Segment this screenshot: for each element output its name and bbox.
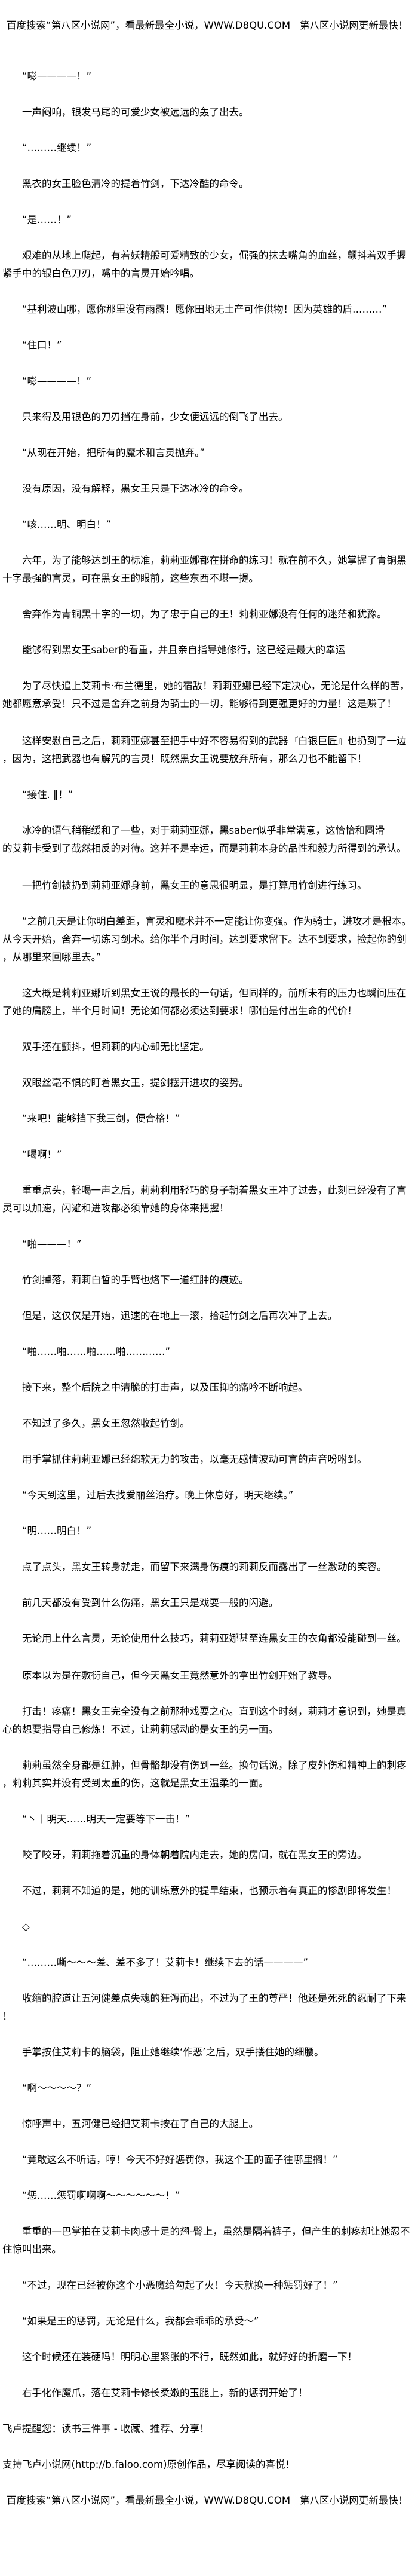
- paragraph: 只来得及用银色的刀刃挡在身前，少女便远远的倒飞了出去。: [22, 411, 288, 423]
- paragraph: 不知过了多久，黑女王忽然收起竹剑。: [22, 1418, 190, 1429]
- paragraph: 无论用上什么言灵，无论使用什么技巧，莉莉亚娜甚至连黑女王的衣角都没能碰到一丝。: [22, 1633, 407, 1644]
- paragraph: 接下来，整个后院之中清脆的打击声，以及压抑的痛吟不断响起。: [22, 1382, 308, 1393]
- paragraph: 原本以为是在敷衍自己，但今天黑女王竟然意外的拿出竹剑开始了教导。: [22, 1670, 337, 1681]
- paragraph: “喝啊！”: [22, 1149, 62, 1160]
- chapter-content: “嘭————！” 一声闷响，银发马尾的可爱少女被远远的轰了出去。 “………继续！” 黑…: [2, 68, 412, 2474]
- paragraph: 不过，莉莉不知道的是，她的训练意外的提早结束，也预示着有真正的惨剧即将发生！: [22, 1885, 397, 1896]
- paragraph: “基利波山哪，愿你那里没有雨露！愿你田地无土产可作供物！因为英雄的盾………”: [22, 304, 388, 315]
- paragraph: “………嘶～～～差、差不多了！艾莉卡！继续下去的话————”: [22, 1957, 309, 1968]
- paragraph: “不过，现在已经被你这个小恶魔给勾起了火！今天就换一种惩罚好了！”: [22, 2280, 338, 2291]
- paragraph: 一把竹剑被扔到莉莉亚娜身前，黑女王的意思很明显，是打算用竹剑进行练习。: [22, 880, 367, 891]
- paragraph: “啪———！”: [22, 1238, 82, 1250]
- paragraph: “如果是王的惩罚，无论是什么，我都会乖乖的承受～”: [22, 2315, 259, 2327]
- paragraph: “住口！”: [22, 339, 62, 351]
- paragraph: 竹剑掉落，莉莉白皙的手臂也烙下一道红肿的痕迹。: [22, 1274, 249, 1286]
- paragraph: 这样安慰自己之后，莉莉亚娜甚至把手中好不容易得到的武器『白银巨匠』也扔到了一边，…: [2, 735, 407, 764]
- paragraph: 收缩的腔道让五河健差点失魂的狂泻而出，不过为了王的尊严！他还是死死的忍耐了下来！: [2, 1993, 407, 2022]
- paragraph: 咬了咬牙，莉莉拖着沉重的身体朝着院内走去，她的房间，就在黑女王的旁边。: [22, 1849, 367, 1861]
- paragraph: “嘭————！”: [22, 71, 92, 82]
- paragraph: ◇: [22, 1921, 30, 1932]
- paragraph: 双眼丝毫不惧的盯着黑女王，提剑摆开进攻的姿势。: [22, 1077, 249, 1088]
- paragraph: “嘭————！”: [22, 375, 92, 387]
- paragraph: “来吧！能够挡下我三剑，便合格！”: [22, 1113, 180, 1124]
- site-banner-top: 百度搜索“第八区小说网”，看最新最全小说，WWW.D8QU.COM 第八区小说网…: [7, 20, 408, 31]
- paragraph: “是……！”: [22, 214, 72, 225]
- paragraph: “丶丨明天……明天一定要等下一击！”: [22, 1813, 190, 1825]
- site-banner-bottom: 百度搜索“第八区小说网”，看最新最全小说，WWW.D8QU.COM 第八区小说网…: [7, 2495, 408, 2506]
- paragraph: “啊～～～～？”: [22, 2082, 92, 2094]
- paragraph: 右手化作魔爪，落在艾莉卡修长柔嫩的玉腿上，新的惩罚开始了！: [22, 2387, 308, 2398]
- paragraph: 艰难的从地上爬起，有着妖精般可爱精致的少女，倔强的抹去嘴角的血丝，颤抖着双手握紧…: [2, 250, 407, 279]
- paragraph: 冰冷的语气稍稍缓和了一些，对于莉莉亚娜，黑saber似乎非常满意，这恰恰和圆滑 …: [2, 825, 407, 854]
- paragraph: 这个时候还在装硬吗！明明心里紧张的不行，既然如此，就好好的折磨一下！: [22, 2351, 357, 2363]
- paragraph: “啪……啪……啪……啪…………”: [22, 1346, 171, 1357]
- paragraph: “竟敢这么不听话，哼！今天不好好惩罚你，我这个王的面子往哪里搁！”: [22, 2154, 338, 2165]
- paragraph: 没有原因，没有解释，黑女王只是下达冰冷的命令。: [22, 483, 249, 494]
- paragraph: “接住. ‖！”: [22, 789, 73, 800]
- paragraph: 一声闷响，银发马尾的可爱少女被远远的轰了出去。: [22, 106, 249, 118]
- paragraph: 支持飞卢小说网(http://b.faloo.com)原创作品，尽享阅读的喜悦！: [2, 2459, 296, 2470]
- paragraph: 前几天都没有受到什么伤痛，黑女王只是戏耍一般的闪避。: [22, 1597, 278, 1608]
- paragraph: 重重点头，轻喝一声之后，莉莉利用轻巧的身子朝着黑女王冲了过去，此刻已经没有了言灵…: [2, 1185, 407, 1214]
- paragraph: 舍弃作为青铜黑十字的一切，为了忠于自己的王！莉莉亚娜没有任何的迷茫和犹豫。: [22, 608, 387, 620]
- paragraph: “今天到这里，过后去找爱丽丝治疗。晚上休息好，明天继续。”: [22, 1489, 294, 1501]
- paragraph: 但是，这仅仅是开始，迅速的在地上一滚，拾起竹剑之后再次冲了上去。: [22, 1310, 337, 1321]
- paragraph: “从现在开始，把所有的魔术和言灵抛弃。”: [22, 447, 205, 458]
- paragraph: 为了尽快追上艾莉卡·布兰德里，她的宿敌！莉莉亚娜已经下定决心，无论是什么样的苦，…: [2, 680, 410, 709]
- paragraph: 能够得到黑女王saber的看重，并且亲自指导她修行，这已经是最大的幸运: [22, 644, 346, 656]
- paragraph: “惩……惩罚啊啊啊～～～～～～！”: [22, 2190, 180, 2201]
- paragraph: 双手还在颤抖，但莉莉的内心却无比坚定。: [22, 1041, 210, 1053]
- paragraph: 重重的一巴掌拍在艾莉卡肉感十足的翘-臀上，虽然是隔着裤子，但产生的刺疼却让她忍不…: [2, 2226, 410, 2255]
- paragraph: 黑衣的女王脸色清冷的提着竹剑，下达冷酷的命令。: [22, 178, 249, 189]
- chapter-page: 百度搜索“第八区小说网”，看最新最全小说，WWW.D8QU.COM 第八区小说网…: [2, 20, 412, 2506]
- paragraph: “之前几天是让你明白差距，言灵和魔术并不一定能让你变强。作为骑士，进攻才是根本。…: [2, 916, 412, 963]
- paragraph: 六年，为了能够达到王的标准，莉莉亚娜都在拼命的练习！就在前不久，她掌握了青铜黑十…: [2, 555, 407, 584]
- paragraph: “咳……明、明白！”: [22, 519, 112, 530]
- paragraph: 手掌按住艾莉卡的脑袋，阻止她继续‘作恶’之后，双手搂住她的细腰。: [22, 2046, 324, 2058]
- paragraph: 莉莉虽然全身都是红肿，但骨骼却没有伤到一丝。换句话说，除了皮外伤和精神上的刺疼，…: [2, 1760, 407, 1789]
- paragraph: “明……明白！”: [22, 1525, 92, 1537]
- paragraph: 打击！疼痛！黑女王完全没有之前那种戏耍之心。直到这个时刻，莉莉才意识到，她是真心…: [2, 1706, 407, 1735]
- paragraph: 用手掌抓住莉莉亚娜已经绵软无力的攻击，以毫无感情波动可言的声音吩咐到。: [22, 1454, 367, 1465]
- paragraph: “………继续！”: [22, 142, 92, 154]
- paragraph: 飞卢提醒您：读书三件事 - 收藏、推荐、分享！: [2, 2423, 210, 2434]
- paragraph: 点了点头，黑女王转身就走，而留下来满身伤痕的莉莉反而露出了一丝激动的笑容。: [22, 1561, 387, 1572]
- paragraph: 惊呼声中，五河健已经把艾莉卡按在了自己的大腿上。: [22, 2118, 259, 2130]
- paragraph: 这大概是莉莉亚娜听到黑女王说的最长的一句话，但同样的，前所未有的压力也瞬间压在了…: [2, 987, 407, 1017]
